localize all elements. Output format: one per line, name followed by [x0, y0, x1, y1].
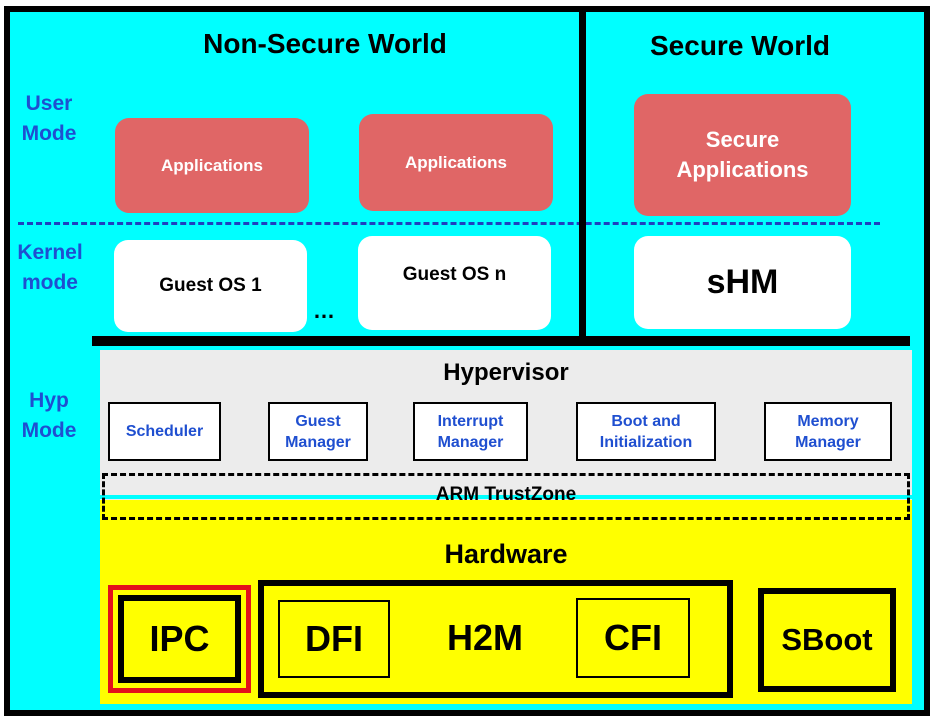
user-kernel-separator [18, 222, 880, 225]
hyp-mode-line1: Hyp [29, 389, 69, 412]
memory-manager-line1: Memory [797, 412, 859, 430]
boot-init-line2: Initialization [599, 433, 693, 451]
secure-app-line1: Secure [705, 127, 780, 152]
secure-world-title: Secure World [650, 30, 830, 61]
cfi-label: CFI [604, 617, 662, 658]
guest-os-n-box: Guest OS n [358, 236, 551, 330]
user-mode-line2: Mode [21, 122, 77, 145]
app-box-1-label: Applications [160, 155, 263, 175]
shm-label: sHM [706, 263, 779, 301]
boot-init-line1: Boot and [611, 412, 681, 430]
guest-manager-box: Guest Manager [268, 402, 368, 461]
scheduler-line1: Scheduler [125, 423, 204, 440]
app-box-2: Applications [359, 114, 553, 211]
dfi-box: DFI [278, 600, 390, 678]
sboot-box: SBoot [758, 588, 896, 692]
ellipsis: … [313, 298, 338, 323]
hardware-title: Hardware [444, 539, 568, 569]
hyp-mode-label: Hyp Mode [14, 386, 84, 446]
trustzone-region [102, 473, 910, 520]
guest-os-1-box: Guest OS 1 [114, 240, 307, 332]
non-secure-world-title: Non-Secure World [203, 28, 447, 59]
ipc-highlight [108, 585, 251, 693]
interrupt-manager-line1: Interrupt [437, 412, 504, 430]
hypervisor-title: Hypervisor [443, 359, 569, 386]
guest-manager-line1: Guest [295, 412, 341, 430]
interrupt-manager-line2: Manager [437, 433, 504, 451]
guest-manager-line2: Manager [285, 433, 351, 451]
ipc-label: IPC [149, 618, 210, 659]
scheduler-box: Scheduler [108, 402, 221, 461]
sboot-label: SBoot [781, 622, 873, 657]
guest-os-1-label: Guest OS 1 [159, 275, 262, 296]
boot-init-box: Boot and Initialization [576, 402, 716, 461]
hypervisor-top-bar [92, 336, 910, 346]
secure-app-line2: Applications [676, 157, 809, 182]
guest-os-n-label: Guest OS n [402, 264, 507, 285]
kernel-mode-label: Kernel mode [10, 238, 90, 298]
memory-manager-line2: Manager [795, 433, 861, 451]
kernel-mode-line1: Kernel [17, 241, 83, 264]
memory-manager-box: Memory Manager [764, 402, 892, 461]
interrupt-manager-box: Interrupt Manager [413, 402, 528, 461]
user-mode-label: User Mode [14, 89, 84, 149]
user-mode-line1: User [25, 92, 73, 115]
world-divider [579, 10, 586, 338]
app-box-1: Applications [115, 118, 309, 213]
shm-box: sHM [634, 236, 851, 329]
app-box-2-label: Applications [404, 152, 507, 172]
secure-app-box: Secure Applications [634, 94, 851, 216]
cfi-box: CFI [576, 598, 690, 678]
dfi-label: DFI [305, 618, 363, 659]
trustzone-cyan-line [100, 495, 912, 499]
kernel-mode-line2: mode [21, 271, 78, 294]
h2m-label: H2M [446, 617, 523, 658]
ipc-box: IPC [118, 595, 241, 683]
hyp-mode-line2: Mode [21, 419, 77, 442]
trustzone-label: ARM TrustZone [435, 484, 577, 505]
